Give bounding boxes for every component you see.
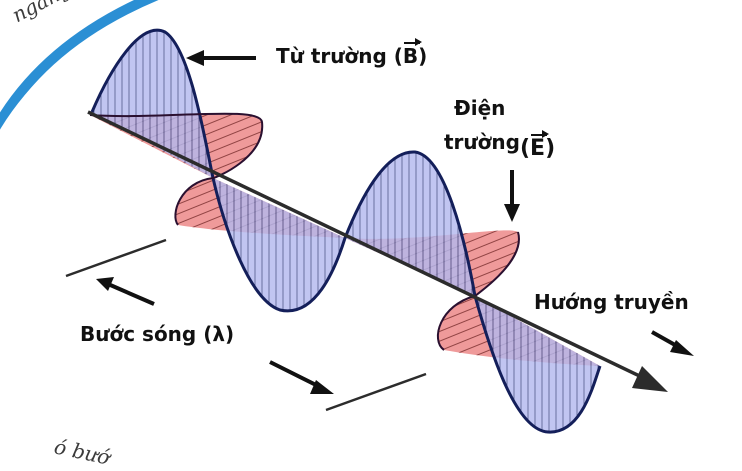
propagation-label: Hướng truyền bbox=[534, 292, 689, 312]
propagation-arrowhead bbox=[632, 366, 668, 392]
wavelength-arrow-left bbox=[108, 284, 154, 304]
magnetic-field-wave bbox=[92, 30, 600, 432]
electric-field-label-line1: Điện bbox=[454, 98, 505, 118]
magnetic-label-text: Từ trường ( bbox=[276, 44, 403, 68]
wavelength-label: Bước sóng (λ) bbox=[80, 324, 234, 344]
wavelength-marker-left bbox=[66, 240, 166, 276]
magnetic-field-label: Từ trường (B) bbox=[276, 46, 427, 66]
electric-field-label-line2: trường(E) bbox=[444, 132, 555, 154]
magnetic-vector-symbol: B bbox=[403, 46, 418, 66]
wavelength-marker-right bbox=[326, 374, 426, 410]
electric-vector-symbol: E bbox=[530, 138, 545, 160]
electric-label-text: trường bbox=[444, 130, 520, 154]
wavelength-arrow-right bbox=[270, 362, 322, 388]
magnetic-label-close: ) bbox=[418, 44, 427, 68]
